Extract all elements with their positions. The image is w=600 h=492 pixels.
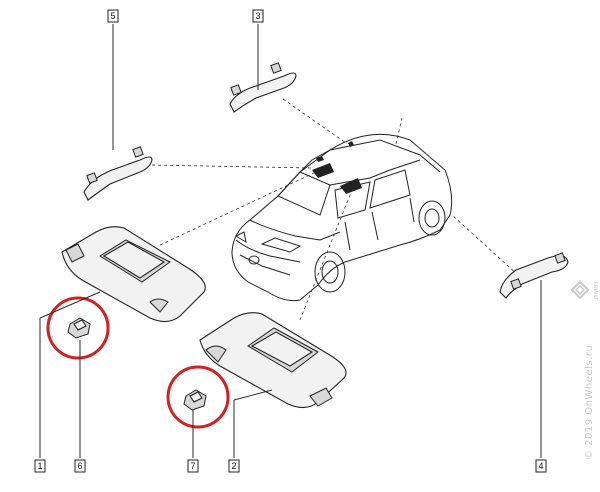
callout-label-1: 1 — [37, 461, 42, 471]
callout-7: 7 — [187, 459, 199, 473]
callout-label-3: 3 — [255, 11, 260, 21]
part-2-sun-visor — [199, 312, 347, 409]
highlight-ring-part-6 — [46, 296, 110, 360]
car-illustration — [231, 133, 453, 302]
part-3-grab-handle — [229, 62, 297, 113]
callout-label-4: 4 — [538, 461, 543, 471]
dashed-leaders — [151, 98, 519, 321]
watermark-text: © 2019 OnWheels.ru — [584, 345, 595, 460]
callout-leaders — [39, 24, 542, 458]
callout-1: 1 — [34, 459, 46, 473]
callout-2: 2 — [228, 459, 240, 473]
highlight-ring-part-7 — [166, 365, 230, 429]
callout-label-2: 2 — [231, 461, 236, 471]
callout-3: 3 — [252, 9, 264, 23]
callout-5: 5 — [107, 9, 119, 23]
part-4-grab-handle — [499, 252, 569, 299]
callout-label-6: 6 — [77, 461, 82, 471]
callout-6: 6 — [74, 459, 86, 473]
renault-logo: RENAULT — [570, 280, 598, 301]
callout-4: 4 — [535, 459, 547, 473]
part-6-clip — [67, 317, 91, 339]
brand-text: RENAULT — [593, 282, 598, 301]
callout-label-5: 5 — [110, 11, 115, 21]
part-7-clip — [183, 389, 207, 411]
part-1-sun-visor — [61, 226, 206, 323]
callout-label-7: 7 — [190, 461, 195, 471]
part-5-grab-handle — [83, 146, 153, 201]
